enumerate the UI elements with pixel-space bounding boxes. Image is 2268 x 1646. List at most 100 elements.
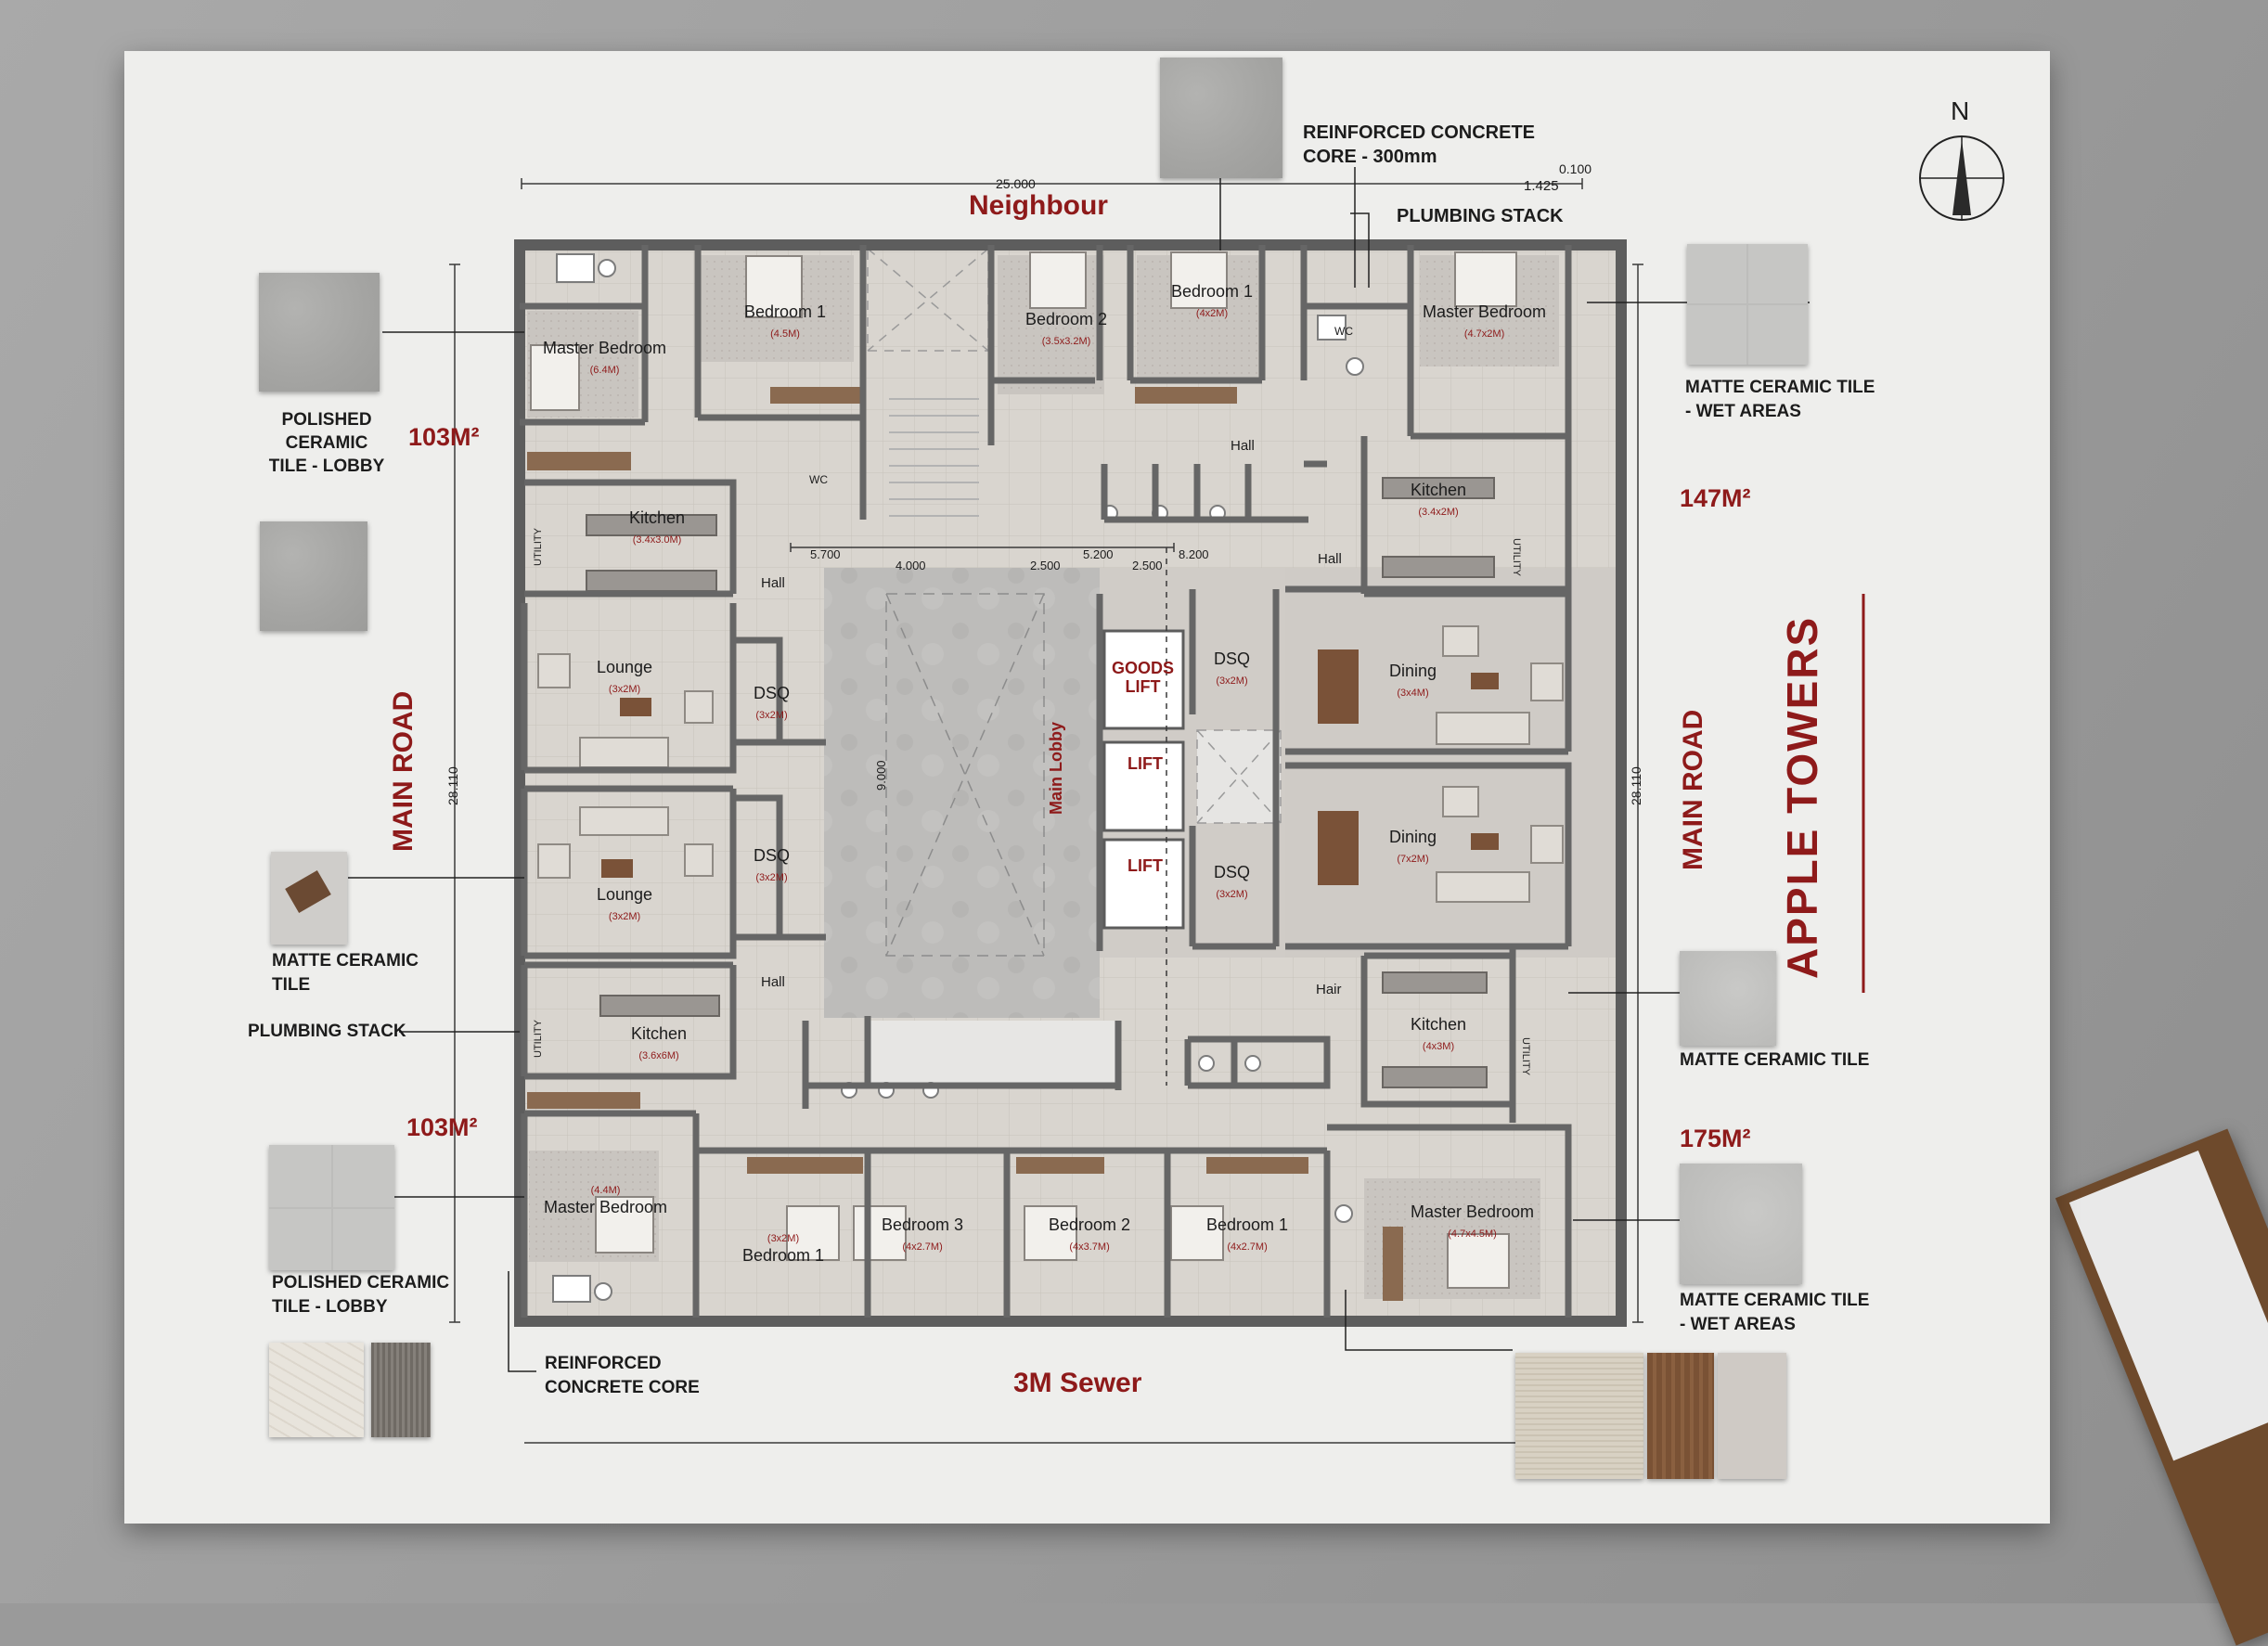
lobby-floor <box>824 568 1100 1018</box>
room-r5: Master Bedroom (4.7x2M) <box>1423 302 1546 341</box>
room-area: (7x2M) <box>1397 854 1429 865</box>
swatch-polished-lobby-top <box>259 273 380 392</box>
dim-right: 28.110 <box>1629 766 1643 805</box>
room-name: Kitchen <box>629 508 686 527</box>
wc-label-2: WC <box>809 473 828 486</box>
room-name: Master Bedroom <box>544 1198 668 1216</box>
room-name: Bedroom 1 <box>742 1246 825 1265</box>
callout-core-bottom: REINFORCED CONCRETE CORE <box>545 1354 700 1397</box>
callout-matte-right: MATTE CERAMIC TILE <box>1680 1050 1870 1070</box>
room-r22: Bedroom 1(4x2.7M) <box>1206 1215 1288 1254</box>
dim-top-small-b: 0.100 <box>1559 161 1592 176</box>
room-r1: Master Bedroom(6.4M) <box>543 339 666 378</box>
dim-row-4: 2.500 <box>1132 559 1163 572</box>
room-area: (4.7x4.5M) <box>1448 1228 1497 1240</box>
room-name: Bedroom 1 <box>744 302 827 321</box>
room-name: DSQ <box>1214 863 1251 881</box>
dim-row-5: 8.200 <box>1179 547 1209 561</box>
room-area: (3x2M) <box>608 911 641 922</box>
room-area: (4.5M) <box>770 328 800 340</box>
dining-tables <box>601 649 1499 885</box>
hall-label-1: Hall <box>761 575 785 591</box>
swatch-matte-wet-top <box>1687 244 1808 365</box>
room-area: (4x2M) <box>1195 308 1229 319</box>
swatch-wood <box>1647 1353 1714 1479</box>
room-name: Kitchen <box>631 1024 688 1043</box>
room-area: (3x2M) <box>1216 889 1248 900</box>
room-name: DSQ <box>1214 649 1251 668</box>
dim-row-2: 2.500 <box>1030 559 1061 572</box>
dim-left: 28.110 <box>445 766 460 805</box>
swatch-marble <box>269 1343 364 1437</box>
swatch-core <box>1160 58 1282 178</box>
room-name: Dining <box>1389 662 1437 680</box>
beds <box>530 251 1517 1289</box>
dimension-lines <box>449 178 1643 1444</box>
lift-label-2: LIFT <box>1128 856 1163 875</box>
hall-label-5: Hair <box>1316 982 1342 997</box>
room-r16: DSQ (3x2M) <box>1214 863 1250 902</box>
swatch-stone <box>1718 1353 1786 1479</box>
callout-matte-tile-left: MATTE CERAMIC TILE <box>272 951 419 995</box>
swatch-matte-right <box>1680 951 1776 1046</box>
room-area: (4x3M) <box>1422 1041 1455 1052</box>
road-bottom: 3M Sewer <box>1013 1368 1142 1398</box>
core-void <box>1196 729 1282 824</box>
room-area: (3.5x3.2M) <box>1041 336 1091 347</box>
room-area: (3.4x3.0M) <box>632 534 682 546</box>
room-area: (4x3.7M) <box>1069 1241 1110 1253</box>
goods-lift-label: GOODS LIFT <box>1112 659 1175 696</box>
utility-label-2: UTILITY <box>533 1020 544 1058</box>
swatch-mid-left <box>260 521 367 631</box>
road-left: MAIN ROAD <box>388 690 419 852</box>
room-r19: (3x2M)Bedroom 1 <box>742 1227 824 1266</box>
room-area: (4.7x2M) <box>1463 328 1505 340</box>
room-area: (4x2.7M) <box>902 1241 943 1253</box>
room-r8: DSQ(3x2M) <box>754 684 790 723</box>
room-area: (3x2M) <box>608 684 641 695</box>
utility-label-1: UTILITY <box>533 528 544 566</box>
swatch-polished-lobby-bottom <box>269 1145 394 1270</box>
interior-walls <box>520 245 1572 1318</box>
area-bottom-left: 103M² <box>406 1113 478 1141</box>
room-area: (3x4M) <box>1397 688 1429 699</box>
dim-top: 25.000 <box>996 176 1036 191</box>
swatch-matte-wet-bottom <box>1680 1164 1802 1284</box>
room-r14: Dining (7x2M) <box>1389 828 1437 867</box>
room-r10: DSQ (3x2M) <box>754 846 790 885</box>
room-r7: Lounge(3x2M) <box>597 658 652 697</box>
area-bottom-right: 175M² <box>1680 1125 1751 1152</box>
floor-plan <box>348 116 2004 1444</box>
lobby-hatch <box>885 593 1045 957</box>
area-top-right: 147M² <box>1680 484 1751 512</box>
room-name: Master Bedroom <box>1423 302 1547 321</box>
room-r17: Kitchen (4x3M) <box>1411 1015 1466 1054</box>
corridor-bottom <box>868 1021 1118 1086</box>
room-r4: Bedroom 1(4x2M) <box>1171 282 1253 321</box>
dim-row-3: 5.200 <box>1083 547 1114 561</box>
road-right: MAIN ROAD <box>1678 709 1708 870</box>
utility-label-4: UTILITY <box>1520 1037 1531 1075</box>
room-name: Kitchen <box>1411 1015 1467 1034</box>
room-name: Dining <box>1389 828 1437 846</box>
room-name: Master Bedroom <box>1411 1202 1535 1221</box>
room-name: Bedroom 3 <box>882 1215 964 1234</box>
room-name: DSQ <box>754 846 791 865</box>
compass-icon <box>1919 135 2004 221</box>
room-area: (4.4M) <box>590 1185 621 1196</box>
compass-label: N <box>1951 96 1970 125</box>
room-area: (3x2M) <box>755 872 788 883</box>
room-area: (4x2.7M) <box>1227 1241 1268 1253</box>
dim-row-0: 5.700 <box>810 547 841 561</box>
road-top: Neighbour <box>969 190 1108 221</box>
callout-polished-lobby-bottom: POLISHED CERAMIC TILE - LOBBY <box>272 1273 450 1317</box>
room-r18: (4.4M) Master Bedroom <box>544 1178 667 1217</box>
room-area: (3.4x2M) <box>1418 507 1459 518</box>
room-r15: DSQ(3x2M) <box>1214 649 1250 688</box>
swatch-linear <box>371 1343 431 1437</box>
room-name: DSQ <box>754 684 791 702</box>
room-name: Lounge <box>597 885 653 904</box>
room-r11: Kitchen(3.6x6M) <box>631 1024 687 1063</box>
hall-label-3: Hall <box>1231 438 1255 454</box>
stair-steps <box>889 398 979 517</box>
